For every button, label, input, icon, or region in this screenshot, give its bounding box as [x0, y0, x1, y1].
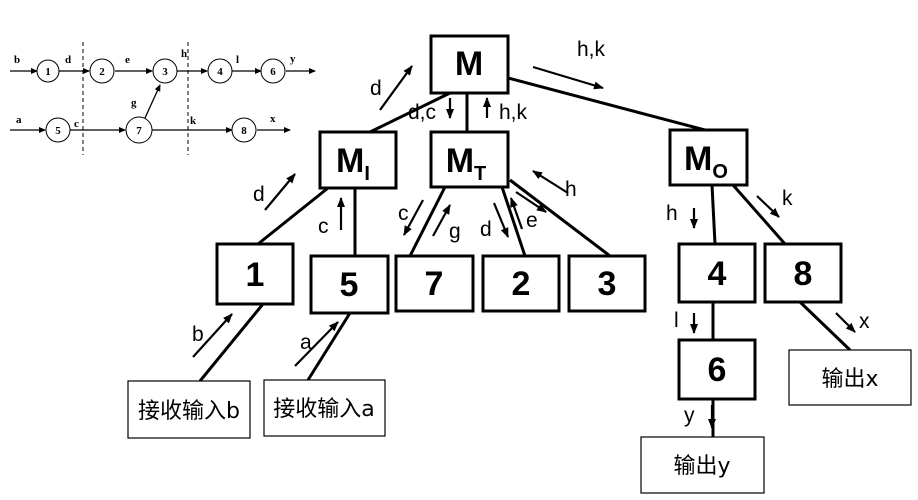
svg-text:8: 8	[794, 255, 813, 293]
mini-label-l: l	[236, 54, 239, 66]
module-8: 8	[763, 242, 843, 304]
module-M: M	[429, 34, 510, 95]
svg-text:6: 6	[708, 351, 727, 389]
svg-text:4: 4	[217, 66, 223, 78]
label-k-mo: k	[782, 187, 793, 210]
label-g-mt: g	[449, 220, 461, 243]
mini-node-6: 6	[260, 58, 286, 84]
label-b-in: b	[192, 323, 204, 346]
svg-text:5: 5	[55, 125, 61, 137]
svg-text:接收输入b: 接收输入b	[138, 399, 240, 424]
output-x-box: 输出x	[788, 349, 912, 406]
svg-text:8: 8	[241, 125, 247, 137]
label-d-top: d	[370, 77, 382, 100]
svg-text:接收输入a: 接收输入a	[273, 397, 374, 422]
mini-label-d: d	[65, 54, 71, 66]
mini-label-h: h	[181, 48, 187, 60]
svg-text:1: 1	[246, 256, 265, 294]
label-c-mi: c	[318, 215, 329, 238]
flow-arrows	[192, 65, 856, 429]
mini-flow-diagram: 1 2 3 4 6 5 7 8 b d	[10, 42, 316, 155]
svg-text:M: M	[455, 45, 483, 83]
svg-text:3: 3	[162, 66, 168, 78]
mini-node-2: 2	[89, 58, 115, 84]
module-MO: MO	[668, 128, 749, 187]
svg-text:1: 1	[45, 66, 51, 78]
label-e-mt: e	[526, 209, 538, 232]
svg-text:7: 7	[136, 125, 142, 137]
label-hk-mid: h,k	[499, 101, 528, 124]
svg-text:7: 7	[425, 265, 444, 303]
module-4: 4	[677, 242, 757, 304]
svg-text:4: 4	[708, 255, 727, 293]
mini-label-g: g	[131, 97, 137, 109]
svg-text:2: 2	[99, 66, 105, 78]
module-6: 6	[677, 338, 757, 401]
label-h-mt: h	[565, 178, 577, 201]
svg-text:5: 5	[340, 266, 359, 304]
mini-label-b: b	[14, 54, 20, 66]
mini-node-3: 3	[152, 58, 178, 84]
mini-node-8: 8	[231, 117, 257, 143]
mini-node-7: 7	[125, 116, 153, 144]
svg-text:6: 6	[270, 66, 276, 78]
svg-text:MI: MI	[336, 142, 370, 185]
label-hk-top: h,k	[577, 38, 606, 61]
label-dc: d,c	[408, 101, 436, 124]
svg-text:输出x: 输出x	[821, 367, 878, 392]
input-b-box: 接收输入b	[127, 380, 251, 439]
mini-node-1: 1	[36, 59, 60, 83]
svg-text:MT: MT	[446, 142, 487, 185]
label-h-mo: h	[666, 202, 678, 225]
label-l: l	[674, 309, 679, 332]
mini-label-c: c	[74, 118, 79, 130]
module-1: 1	[215, 242, 295, 306]
label-d-mi: d	[253, 183, 265, 206]
mini-node-4: 4	[207, 58, 233, 84]
mini-label-y: y	[290, 53, 296, 65]
label-a-in: a	[300, 331, 312, 354]
label-d-mt: d	[480, 218, 492, 241]
output-y-box: 输出y	[640, 436, 765, 494]
module-3: 3	[567, 254, 647, 313]
module-2: 2	[481, 254, 561, 313]
mini-label-a: a	[16, 114, 22, 126]
edge-labels: d h,k d,c h,k d c c g d e h h k b a l y …	[192, 38, 870, 427]
svg-text:输出y: 输出y	[673, 454, 730, 479]
svg-text:2: 2	[512, 265, 531, 303]
module-5: 5	[309, 254, 390, 315]
module-MI: MI	[318, 130, 398, 190]
module-MT: MT	[429, 130, 510, 189]
mini-label-k: k	[190, 115, 197, 127]
mini-label-x: x	[270, 113, 276, 125]
module-7: 7	[394, 254, 475, 313]
mini-node-5: 5	[45, 117, 71, 143]
svg-text:3: 3	[598, 265, 617, 303]
svg-text:MO: MO	[684, 140, 728, 183]
mini-label-e: e	[125, 54, 130, 66]
label-c-mt: c	[398, 202, 409, 225]
input-a-box: 接收输入a	[263, 379, 386, 437]
label-x: x	[859, 310, 870, 333]
label-y: y	[684, 404, 695, 427]
